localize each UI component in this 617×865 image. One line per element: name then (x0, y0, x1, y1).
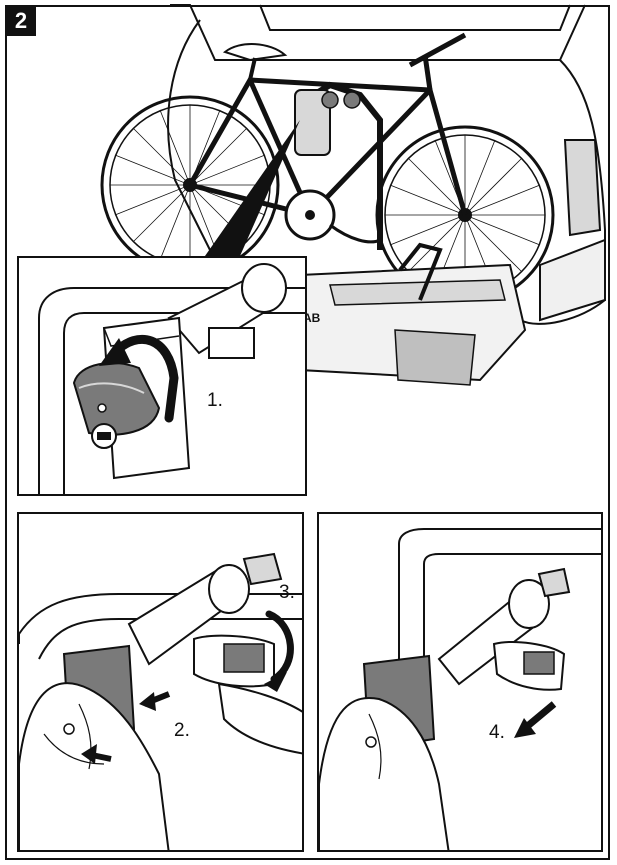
step-1-detail-panel: 1. (17, 256, 307, 496)
step-3-label: 3. (279, 582, 295, 603)
car-right-side (519, 59, 606, 325)
knob-indicator (97, 403, 107, 413)
hand-right (217, 682, 302, 755)
svg-text:AB: AB (303, 311, 321, 325)
rack-arm-tube-inner (63, 312, 305, 494)
bike-stem (422, 54, 433, 91)
bike-saddle (222, 43, 288, 62)
curved-arrow-icon-3 (264, 610, 294, 692)
rack-arm-tube-inner-2 (38, 618, 302, 660)
step-4-label: 4. (489, 722, 505, 743)
lock-icon-4 (365, 736, 377, 748)
rack-arm-tube-inner-4 (423, 553, 601, 679)
step-4-illustration (319, 528, 601, 850)
step-2-3-illustration (19, 552, 302, 850)
rack-arm-tube-outer-2 (19, 593, 302, 644)
bike-seat-post (248, 57, 257, 81)
pull-arrow-icon (514, 701, 557, 738)
rack-knob-top (321, 91, 339, 109)
car-bumper (539, 238, 606, 322)
holder-clip-4 (537, 567, 571, 598)
car-tail-light (563, 139, 602, 237)
bike-crank (305, 210, 315, 220)
rack-arm-tube-outer-4 (398, 528, 601, 684)
lock-icon-2 (63, 723, 75, 735)
frame-holder-cup (241, 263, 287, 313)
step-4-detail-panel: 4. (317, 512, 603, 852)
step-1-illustration (38, 263, 305, 494)
holder-clip (242, 552, 283, 586)
frame-holder-cup-4 (508, 579, 550, 629)
rack-arm-tube-outer (38, 287, 305, 494)
figure-frame (5, 5, 610, 860)
figure-number-badge: 2 (6, 6, 36, 36)
rack-wheel-strap (398, 242, 443, 301)
rack-wheel-tray (329, 279, 506, 306)
bike-frame-top (187, 77, 468, 216)
rack-frame-holder (294, 89, 331, 156)
car-rear-window (259, 4, 571, 31)
step-2-label: 2. (174, 720, 190, 741)
step-2-3-detail-panel: 3. 2. (17, 512, 304, 852)
lock-icon (91, 423, 117, 449)
bike-handlebar (408, 32, 467, 68)
curved-arrow-icon (99, 334, 179, 423)
rack-knob-top-2 (343, 91, 361, 109)
rack-light-unit (394, 329, 476, 386)
push-arrow-icon (81, 691, 171, 764)
hand-pulling (319, 697, 450, 850)
hand-left (19, 682, 170, 850)
frame-holder-cup-2 (208, 564, 250, 614)
step-1-label: 1. (207, 390, 223, 411)
frame-holder-clamp (208, 327, 255, 359)
callout-pointer (205, 120, 300, 256)
